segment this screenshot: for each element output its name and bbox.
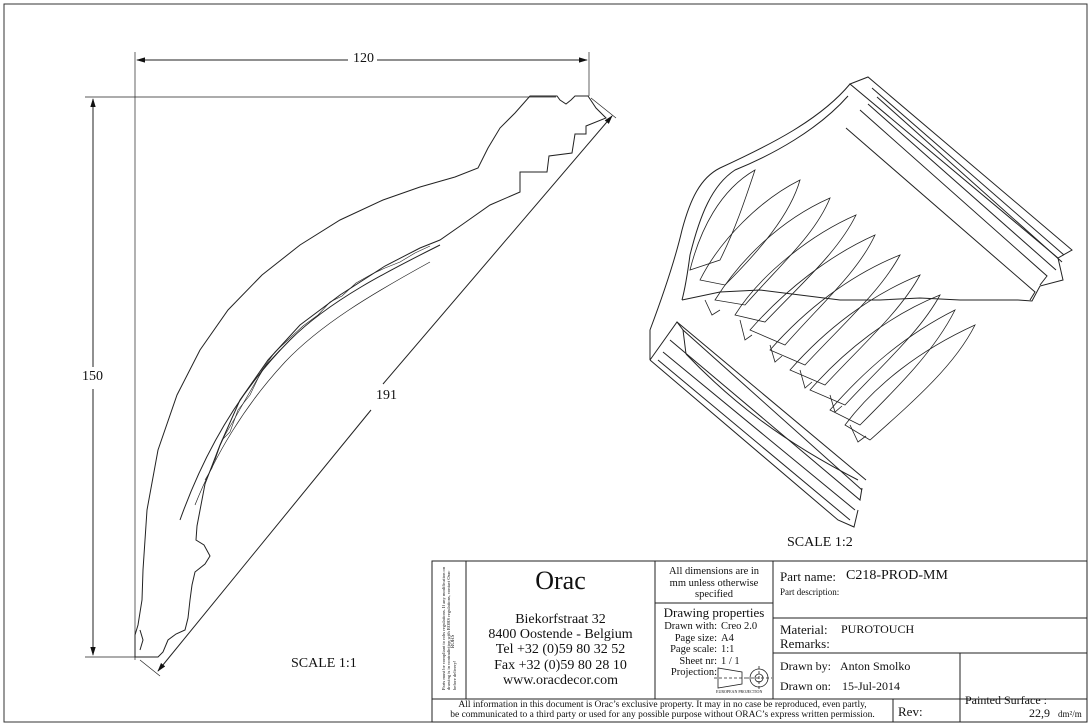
dim-diagonal-label: 191 bbox=[375, 388, 398, 404]
rohs-side-note: Parts must be compliant to rohs regulati… bbox=[441, 566, 457, 690]
part-description-label: Part description: bbox=[780, 587, 840, 597]
phone-number: Tel +32 (0)59 80 32 52 bbox=[495, 642, 626, 657]
painted-surface-label: Painted Surface : bbox=[965, 693, 1047, 707]
prop-row: Page size: A4 bbox=[656, 633, 771, 645]
prop-row: Drawn with: Creo 2.0 bbox=[656, 621, 771, 633]
prop-label: Drawn with: bbox=[664, 621, 717, 632]
fax-number: Fax +32 (0)59 80 28 10 bbox=[494, 658, 627, 673]
prop-label: Page scale: bbox=[670, 644, 717, 655]
scale-iso-label: SCALE 1:2 bbox=[787, 535, 853, 550]
disclaimer-line-1: All information in this document is Orac… bbox=[458, 700, 867, 710]
projection-symbol-icon bbox=[714, 666, 772, 690]
prop-value: A4 bbox=[721, 632, 734, 644]
rohs-label: ROHS bbox=[451, 634, 456, 648]
prop-label: Sheet nr: bbox=[679, 655, 717, 667]
material-value: PUROTOUCH bbox=[841, 622, 915, 636]
prop-row: Page scale: 1:1 bbox=[656, 644, 771, 656]
painted-surface-value: 22,9 bbox=[1029, 706, 1050, 720]
drawing-properties-heading: Drawing properties bbox=[663, 605, 765, 620]
rev-label: Rev: bbox=[898, 704, 923, 719]
scale-section-label: SCALE 1:1 bbox=[291, 656, 357, 671]
drawn-on-label: Drawn on: bbox=[780, 679, 831, 693]
drawn-by-value: Anton Smolko bbox=[840, 659, 911, 673]
prop-value: 1:1 bbox=[721, 644, 735, 655]
prop-row: Sheet nr: 1 / 1 bbox=[656, 656, 771, 668]
dim-width-label: 120 bbox=[351, 51, 376, 67]
projection-caption: EUROPEAN PROJECTION bbox=[716, 689, 763, 694]
prop-label: Page size: bbox=[674, 632, 717, 644]
isometric-view bbox=[649, 76, 1073, 528]
drawn-by-label: Drawn by: bbox=[780, 659, 831, 673]
title-block-frame bbox=[431, 560, 1088, 723]
prop-row: Projection: bbox=[656, 667, 771, 679]
dimension-height bbox=[85, 96, 556, 658]
prop-label: Projection: bbox=[670, 667, 717, 678]
address-city: 8400 Oostende - Belgium bbox=[488, 627, 633, 642]
remarks-label: Remarks: bbox=[780, 636, 830, 651]
company-name: Orac bbox=[535, 566, 586, 595]
drawn-on-value: 15-Jul-2014 bbox=[842, 679, 900, 693]
painted-surface-unit: dm²/m bbox=[1058, 709, 1082, 719]
address-street: Biekorfstraat 32 bbox=[515, 612, 606, 627]
prop-value: 1 / 1 bbox=[721, 655, 740, 667]
part-name-value: C218-PROD-MM bbox=[846, 568, 948, 583]
dim-height-label: 150 bbox=[82, 369, 103, 385]
dimensions-note: All dimensions are in mm unless otherwis… bbox=[668, 566, 760, 600]
profile-section-view bbox=[134, 95, 607, 658]
dimension-diagonal bbox=[139, 97, 617, 677]
website-link[interactable]: www.oracdecor.com bbox=[503, 673, 618, 688]
disclaimer-line-2: be communicated to a third party or used… bbox=[450, 710, 875, 720]
prop-value: Creo 2.0 bbox=[721, 621, 758, 632]
dimension-width bbox=[134, 52, 590, 660]
properties-list: Drawn with: Creo 2.0 Page size: A4 Page … bbox=[656, 621, 771, 679]
part-name-label: Part name: bbox=[780, 569, 836, 584]
material-label: Material: bbox=[780, 622, 828, 637]
